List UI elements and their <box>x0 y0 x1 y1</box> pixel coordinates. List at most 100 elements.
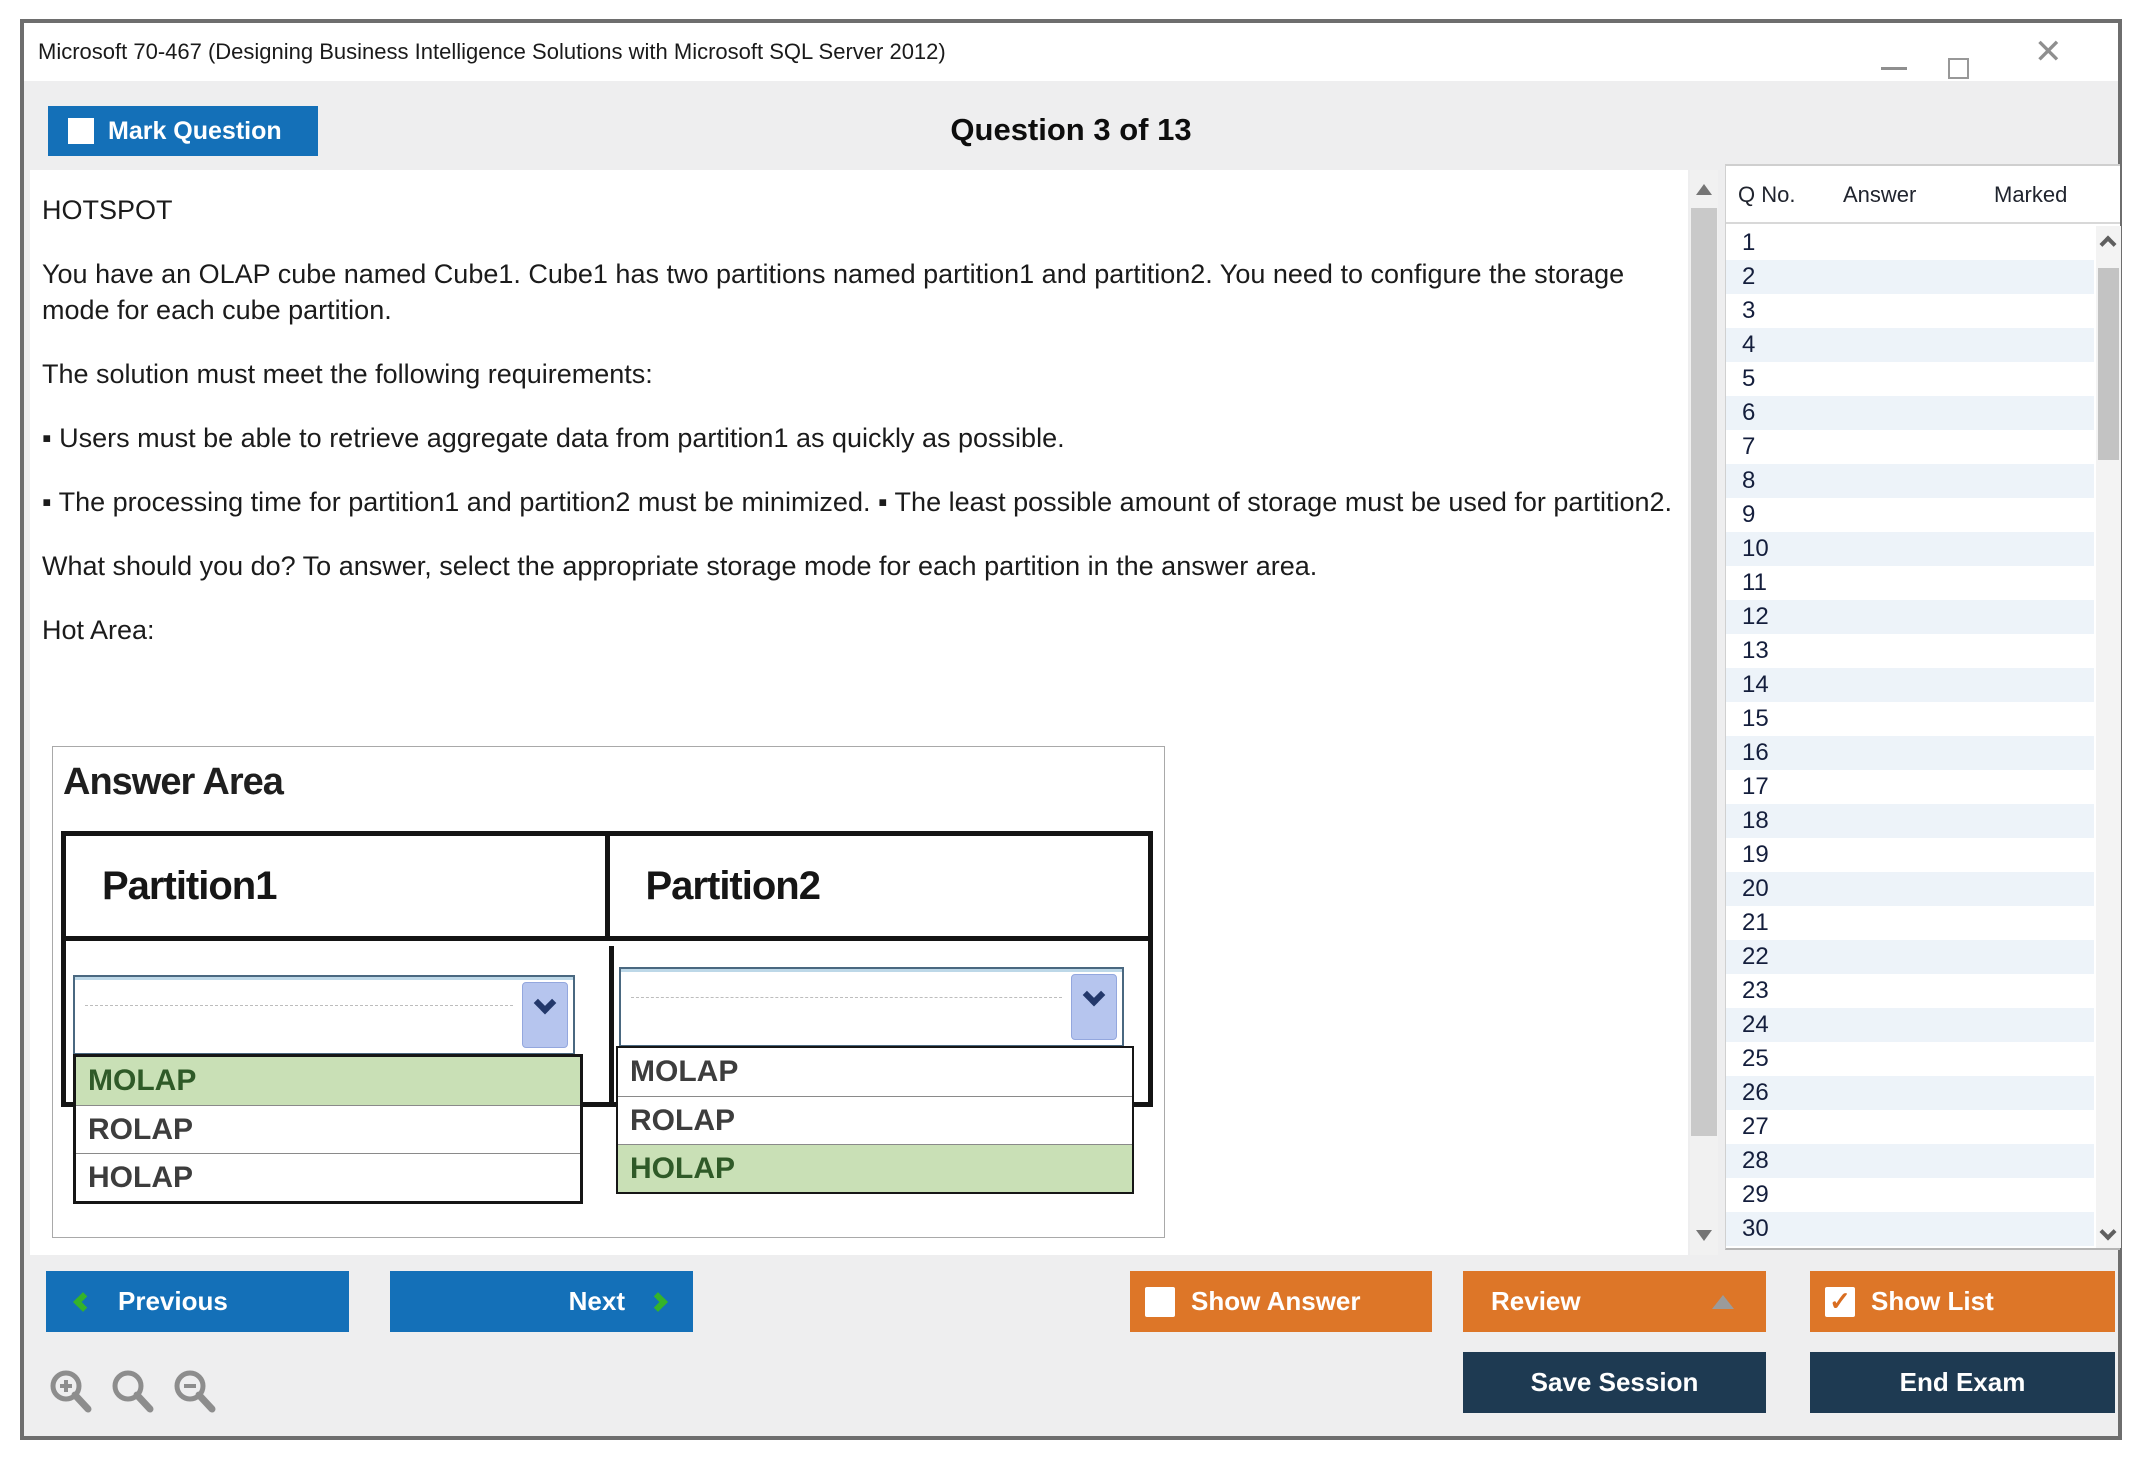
question-number: 12 <box>1742 603 1769 630</box>
question-list-row[interactable]: 19 <box>1726 838 2094 872</box>
partition1-dropdown[interactable] <box>73 975 575 1055</box>
question-list-row[interactable]: 11 <box>1726 566 2094 600</box>
scroll-down-icon[interactable] <box>2099 1223 2117 1241</box>
question-list-row[interactable]: 28 <box>1726 1144 2094 1178</box>
question-list-row[interactable]: 8 <box>1726 464 2094 498</box>
question-number: 28 <box>1742 1147 1769 1174</box>
table-header-row: Partition1 Partition2 <box>66 836 1148 941</box>
question-list-row[interactable]: 26 <box>1726 1076 2094 1110</box>
dropdown-option-molap[interactable]: MOLAP <box>76 1057 580 1105</box>
show-answer-checkbox-icon[interactable] <box>1145 1286 1175 1317</box>
question-list-row[interactable]: 25 <box>1726 1042 2094 1076</box>
col-header-marked: Marked <box>1994 182 2068 207</box>
previous-button[interactable]: Previous <box>46 1271 349 1332</box>
minimize-icon[interactable] <box>1881 67 1907 70</box>
review-button[interactable]: Review <box>1463 1271 1766 1332</box>
question-number: 23 <box>1742 977 1769 1004</box>
scroll-up-icon[interactable] <box>1696 184 1712 195</box>
partition2-header: Partition2 <box>645 863 821 908</box>
dropdown-option-rolap[interactable]: ROLAP <box>76 1105 580 1153</box>
question-paragraph: ▪ The processing time for partition1 and… <box>42 487 1672 517</box>
question-number: 9 <box>1742 501 1756 528</box>
question-list-row[interactable]: 20 <box>1726 872 2094 906</box>
question-number: 14 <box>1742 671 1769 698</box>
save-session-button[interactable]: Save Session <box>1463 1352 1766 1413</box>
question-list-row[interactable]: 4 <box>1726 328 2094 362</box>
chevron-down-icon <box>533 991 557 1015</box>
question-number: 1 <box>1742 229 1756 256</box>
question-number: 6 <box>1742 399 1756 426</box>
question-list-row[interactable]: 22 <box>1726 940 2094 974</box>
window-title: Microsoft 70-467 (Designing Business Int… <box>38 39 946 64</box>
dropdown-option-holap[interactable]: HOLAP <box>618 1144 1132 1192</box>
question-list-row[interactable]: 30 <box>1726 1212 2094 1246</box>
zoom-reset-icon[interactable] <box>110 1368 156 1416</box>
partition2-dropdown[interactable] <box>619 967 1124 1047</box>
question-list-row[interactable]: 18 <box>1726 804 2094 838</box>
answer-area-title: Answer Area <box>63 761 284 803</box>
chevron-right-icon <box>648 1291 668 1312</box>
title-bar: Microsoft 70-467 (Designing Business Int… <box>24 23 2118 81</box>
question-list-row[interactable]: 17 <box>1726 770 2094 804</box>
question-list-row[interactable]: 3 <box>1726 294 2094 328</box>
question-list-row[interactable]: 7 <box>1726 430 2094 464</box>
question-list-row[interactable]: 2 <box>1726 260 2094 294</box>
dropdown-option-rolap[interactable]: ROLAP <box>618 1096 1132 1144</box>
partition1-dropdown-button[interactable] <box>522 982 568 1048</box>
question-list-row[interactable]: 14 <box>1726 668 2094 702</box>
checked-checkbox-icon[interactable]: ✓ <box>1825 1286 1855 1317</box>
question-number: 18 <box>1742 807 1769 834</box>
question-list-row[interactable]: 9 <box>1726 498 2094 532</box>
next-button[interactable]: Next <box>390 1271 693 1332</box>
zoom-out-icon[interactable] <box>172 1368 218 1416</box>
show-answer-button[interactable]: Show Answer <box>1130 1271 1432 1332</box>
question-list-row[interactable]: 13 <box>1726 634 2094 668</box>
end-exam-button[interactable]: End Exam <box>1810 1352 2115 1413</box>
question-number: 24 <box>1742 1011 1769 1038</box>
show-list-button[interactable]: ✓ Show List <box>1810 1271 2115 1332</box>
maximize-icon[interactable] <box>1948 58 1969 79</box>
table-column-divider <box>609 946 614 1102</box>
chevron-left-icon <box>73 1291 93 1312</box>
partition1-header: Partition1 <box>66 836 610 936</box>
question-list-row[interactable]: 5 <box>1726 362 2094 396</box>
question-list-row[interactable]: 10 <box>1726 532 2094 566</box>
question-list-row[interactable]: 27 <box>1726 1110 2094 1144</box>
question-list-row[interactable]: 12 <box>1726 600 2094 634</box>
close-icon[interactable]: ✕ <box>2034 33 2063 71</box>
col-header-answer: Answer <box>1843 182 1917 207</box>
partition2-dropdown-button[interactable] <box>1071 974 1117 1040</box>
question-list-row[interactable]: 16 <box>1726 736 2094 770</box>
mark-question-checkbox-icon[interactable] <box>68 118 94 144</box>
question-list-row[interactable]: 24 <box>1726 1008 2094 1042</box>
question-number: 27 <box>1742 1113 1769 1140</box>
zoom-in-icon[interactable] <box>48 1368 94 1416</box>
question-paragraph: The solution must meet the following req… <box>42 359 653 389</box>
question-number: 8 <box>1742 467 1756 494</box>
scroll-down-icon[interactable] <box>1696 1230 1712 1241</box>
main-scrollbar-thumb[interactable] <box>1691 208 1717 1136</box>
question-list-row[interactable]: 21 <box>1726 906 2094 940</box>
col-header-qno: Q No. <box>1738 182 1796 207</box>
question-list-row[interactable]: 6 <box>1726 396 2094 430</box>
question-list-row[interactable]: 15 <box>1726 702 2094 736</box>
dropdown-option-holap[interactable]: HOLAP <box>76 1153 580 1201</box>
main-scrollbar[interactable] <box>1690 170 1718 1255</box>
sidebar-scrollbar-thumb[interactable] <box>2098 268 2119 460</box>
question-list-row[interactable]: 29 <box>1726 1178 2094 1212</box>
question-list-row[interactable]: 1 <box>1726 226 2094 260</box>
question-number: 26 <box>1742 1079 1769 1106</box>
mark-question-button[interactable]: Mark Question <box>48 106 318 156</box>
question-list-row[interactable]: 23 <box>1726 974 2094 1008</box>
triangle-up-icon <box>1712 1295 1734 1309</box>
sidebar-scrollbar[interactable] <box>2096 226 2121 1248</box>
dropdown-option-molap[interactable]: MOLAP <box>618 1048 1132 1096</box>
scroll-up-icon[interactable] <box>2099 235 2117 253</box>
